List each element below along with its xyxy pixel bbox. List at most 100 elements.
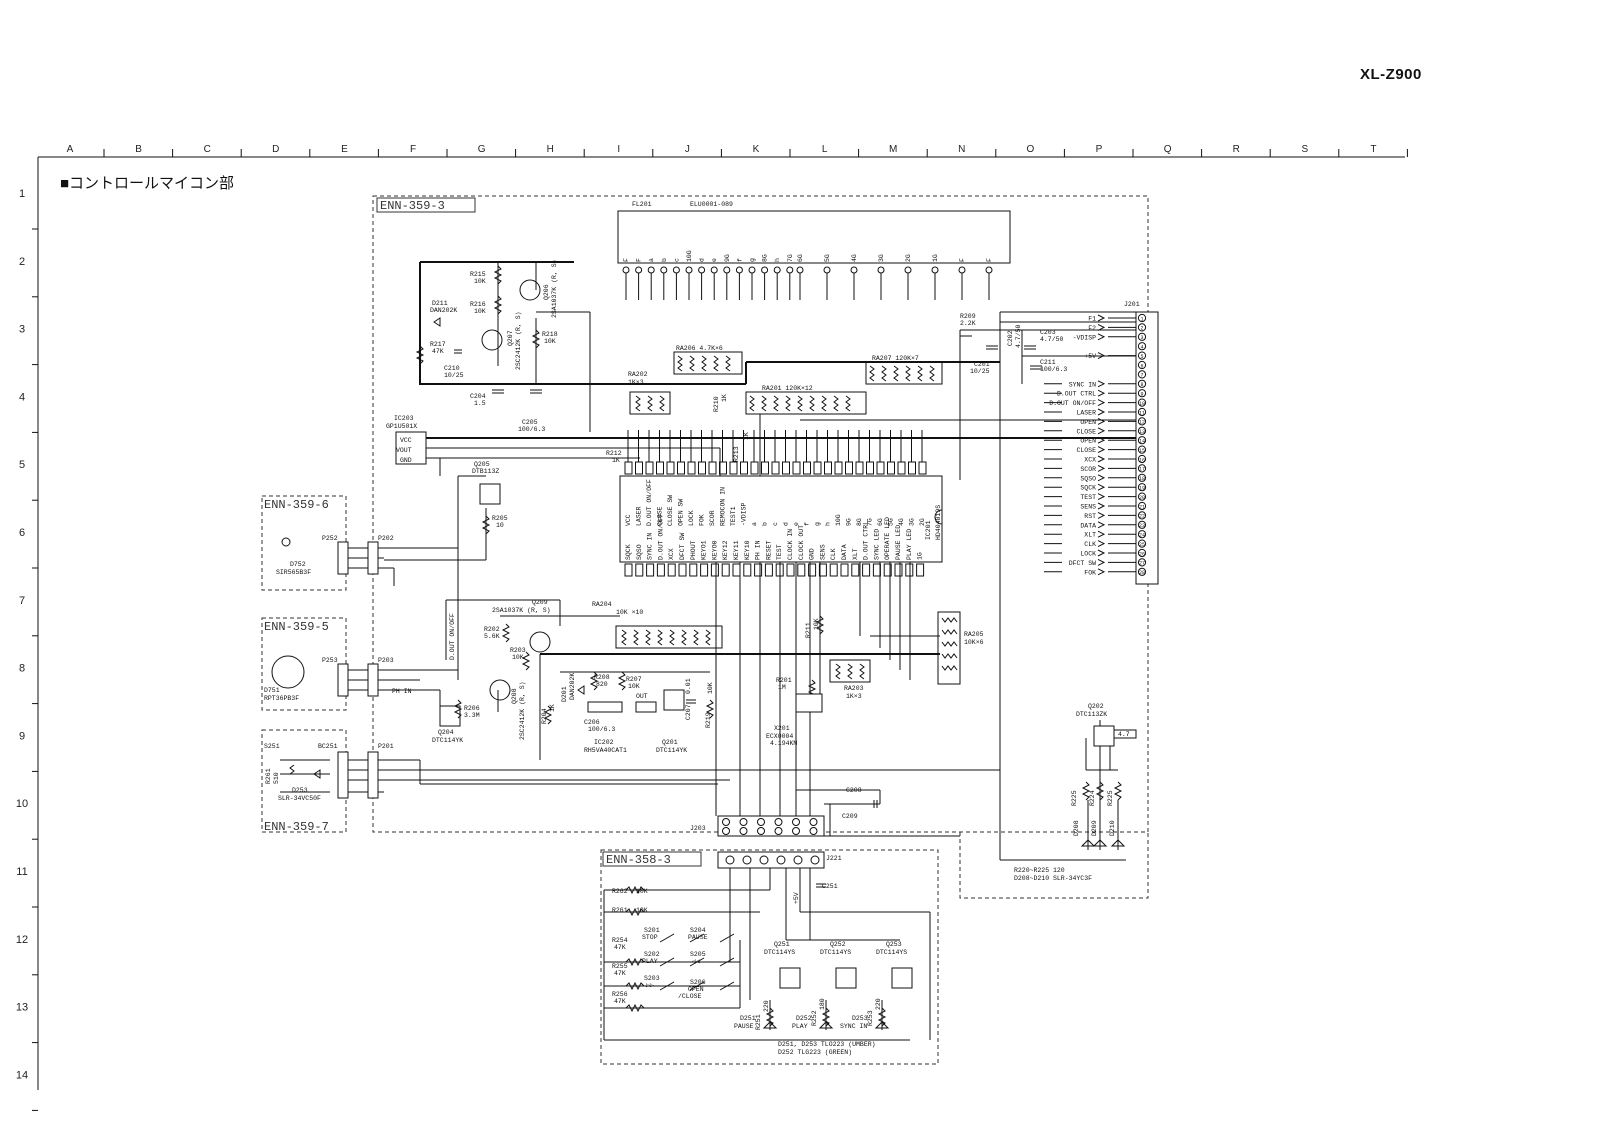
label-s201v: STOP bbox=[642, 934, 658, 941]
mcu-bottom-pin bbox=[646, 563, 655, 577]
label-q205v: DTB113Z bbox=[472, 468, 499, 475]
j201-pin bbox=[1137, 483, 1147, 492]
mcu-bottom-pin bbox=[808, 563, 817, 577]
components bbox=[271, 265, 1137, 1029]
mcu-top-pin bbox=[761, 461, 769, 475]
mcu-top-pin-15: d bbox=[783, 522, 790, 526]
fl201-pin-dot bbox=[931, 266, 939, 274]
label-r215: R215 bbox=[470, 271, 486, 278]
j201-pin-5: 5 bbox=[1140, 354, 1143, 360]
label-x201f: 4.194KM bbox=[770, 740, 797, 747]
fl201-pin-dot bbox=[748, 266, 756, 274]
label-ledn1: D251, D253 TLO223 (UMBER) bbox=[778, 1041, 876, 1048]
mcu-bottom-pin-7: KEYO1 bbox=[701, 540, 708, 560]
mcu-top-pin-25: 5G bbox=[888, 518, 895, 526]
j201-signal-17: SQSO bbox=[1080, 475, 1096, 482]
j201-signal-arrow bbox=[1097, 333, 1136, 341]
grid-col-L: L bbox=[822, 144, 828, 155]
label-r206: R206 bbox=[464, 705, 480, 712]
j203-pin bbox=[792, 818, 800, 826]
label-q209: Q209 bbox=[532, 599, 548, 606]
fl201-pin-16: 4G bbox=[851, 254, 858, 262]
j201-signal-arrow bbox=[1097, 380, 1136, 388]
j201-pin-21: 21 bbox=[1139, 504, 1145, 510]
ra204-ref: RA204 bbox=[592, 601, 612, 608]
label-c206: C206 bbox=[584, 719, 600, 726]
label-c201: C201 bbox=[974, 361, 990, 368]
label-d211v: DAN202K bbox=[430, 307, 457, 314]
label-q252v: DTC114YS bbox=[820, 949, 851, 956]
j221-pin bbox=[810, 855, 820, 865]
grid-col-G: G bbox=[478, 144, 486, 155]
label-r262: R262 bbox=[612, 888, 628, 895]
mcu-bottom-pin-4: XCX bbox=[668, 548, 675, 560]
j201-pin-9: 9 bbox=[1140, 392, 1143, 398]
grid-col-C: C bbox=[204, 144, 211, 155]
label-s206: S206 bbox=[690, 979, 706, 986]
label-r253v: 220 bbox=[875, 998, 882, 1010]
grid-col-A: A bbox=[67, 144, 74, 155]
ic203-vcc: VCC bbox=[400, 437, 412, 444]
label-r251v: 220 bbox=[763, 1000, 770, 1012]
j201-pin-25: 25 bbox=[1139, 542, 1145, 548]
grid-row-5: 5 bbox=[19, 459, 25, 471]
grid-row-14: 14 bbox=[16, 1069, 28, 1081]
fl201-pin-4: c bbox=[673, 258, 680, 262]
mcu-bottom-pin-13: RESET bbox=[765, 540, 772, 560]
fl201-pin-dot bbox=[710, 266, 718, 274]
label-q253v: DTC114YS bbox=[876, 949, 907, 956]
j221-pin bbox=[725, 855, 735, 865]
j203-pin bbox=[809, 818, 818, 826]
grid-row-10: 10 bbox=[16, 798, 28, 810]
label-d252v: PLAY bbox=[792, 1023, 808, 1030]
j201-ref: J201 bbox=[1124, 301, 1140, 308]
j201-pin bbox=[1137, 530, 1147, 539]
label-c206v: 100/6.3 bbox=[588, 726, 615, 733]
j201-signal-arrow bbox=[1097, 314, 1136, 322]
label-r209v: 2.2K bbox=[960, 320, 976, 327]
j201-signal-arrow bbox=[1097, 446, 1136, 454]
fl201-pin-9: f bbox=[736, 258, 743, 262]
label-q206: Q206 bbox=[543, 284, 550, 300]
label-p201: P201 bbox=[378, 743, 394, 750]
label-r225b: R225 bbox=[1107, 790, 1114, 806]
fl201-pin-dot bbox=[985, 266, 993, 274]
mcu-bottom-pin-10: KEY11 bbox=[733, 540, 740, 560]
mcu-top-pin-11: -VDISP bbox=[741, 502, 748, 526]
label-c204: C204 bbox=[470, 393, 486, 400]
label-bc251: BC251 bbox=[318, 743, 338, 750]
mcu-bottom-pin bbox=[678, 563, 687, 577]
ra203-array: RA203 1K×3 bbox=[829, 659, 871, 700]
j201-pin-12: 12 bbox=[1139, 420, 1145, 426]
mcu-top-pin bbox=[677, 461, 685, 475]
j201-signal-10: LASER bbox=[1076, 410, 1096, 417]
label-r224: R224 bbox=[1089, 790, 1096, 806]
label-ic202v: RH5VA40CAT1 bbox=[584, 747, 627, 754]
label-r252v: 180 bbox=[819, 998, 826, 1010]
ic203-ref: IC203 bbox=[394, 415, 414, 422]
grid-row-1: 1 bbox=[19, 188, 25, 200]
mcu-bottom-pin-15: CLOCK IN bbox=[787, 529, 794, 560]
j203-pin bbox=[809, 827, 818, 835]
mcu-top-pin-6: LOCK bbox=[688, 510, 695, 526]
mcu-top-pin bbox=[729, 461, 738, 475]
j201-pin bbox=[1137, 445, 1147, 454]
j201-signal-arrow bbox=[1097, 323, 1136, 331]
label-r217: R217 bbox=[430, 341, 446, 348]
j201-pin bbox=[1137, 332, 1147, 341]
j203-pin bbox=[757, 827, 765, 835]
fl201-pin-20: F bbox=[959, 258, 966, 262]
mcu-top-pin-17: f bbox=[804, 522, 811, 526]
fl201-pin-dot bbox=[635, 266, 643, 274]
mcu-bottom-pin-19: CLK bbox=[830, 548, 837, 560]
j201-pin-3: 3 bbox=[1140, 335, 1143, 341]
fl201-pin-dot bbox=[786, 266, 794, 274]
fl201-pin-1: F bbox=[636, 258, 643, 262]
label-r204v: 1K bbox=[549, 704, 556, 712]
label-r205: R205 bbox=[492, 515, 508, 522]
j201-signal-23: XLT bbox=[1084, 532, 1096, 539]
mcu-top-pin bbox=[656, 461, 664, 475]
j201-pin bbox=[1137, 501, 1147, 511]
label-r202: R202 bbox=[484, 626, 500, 633]
